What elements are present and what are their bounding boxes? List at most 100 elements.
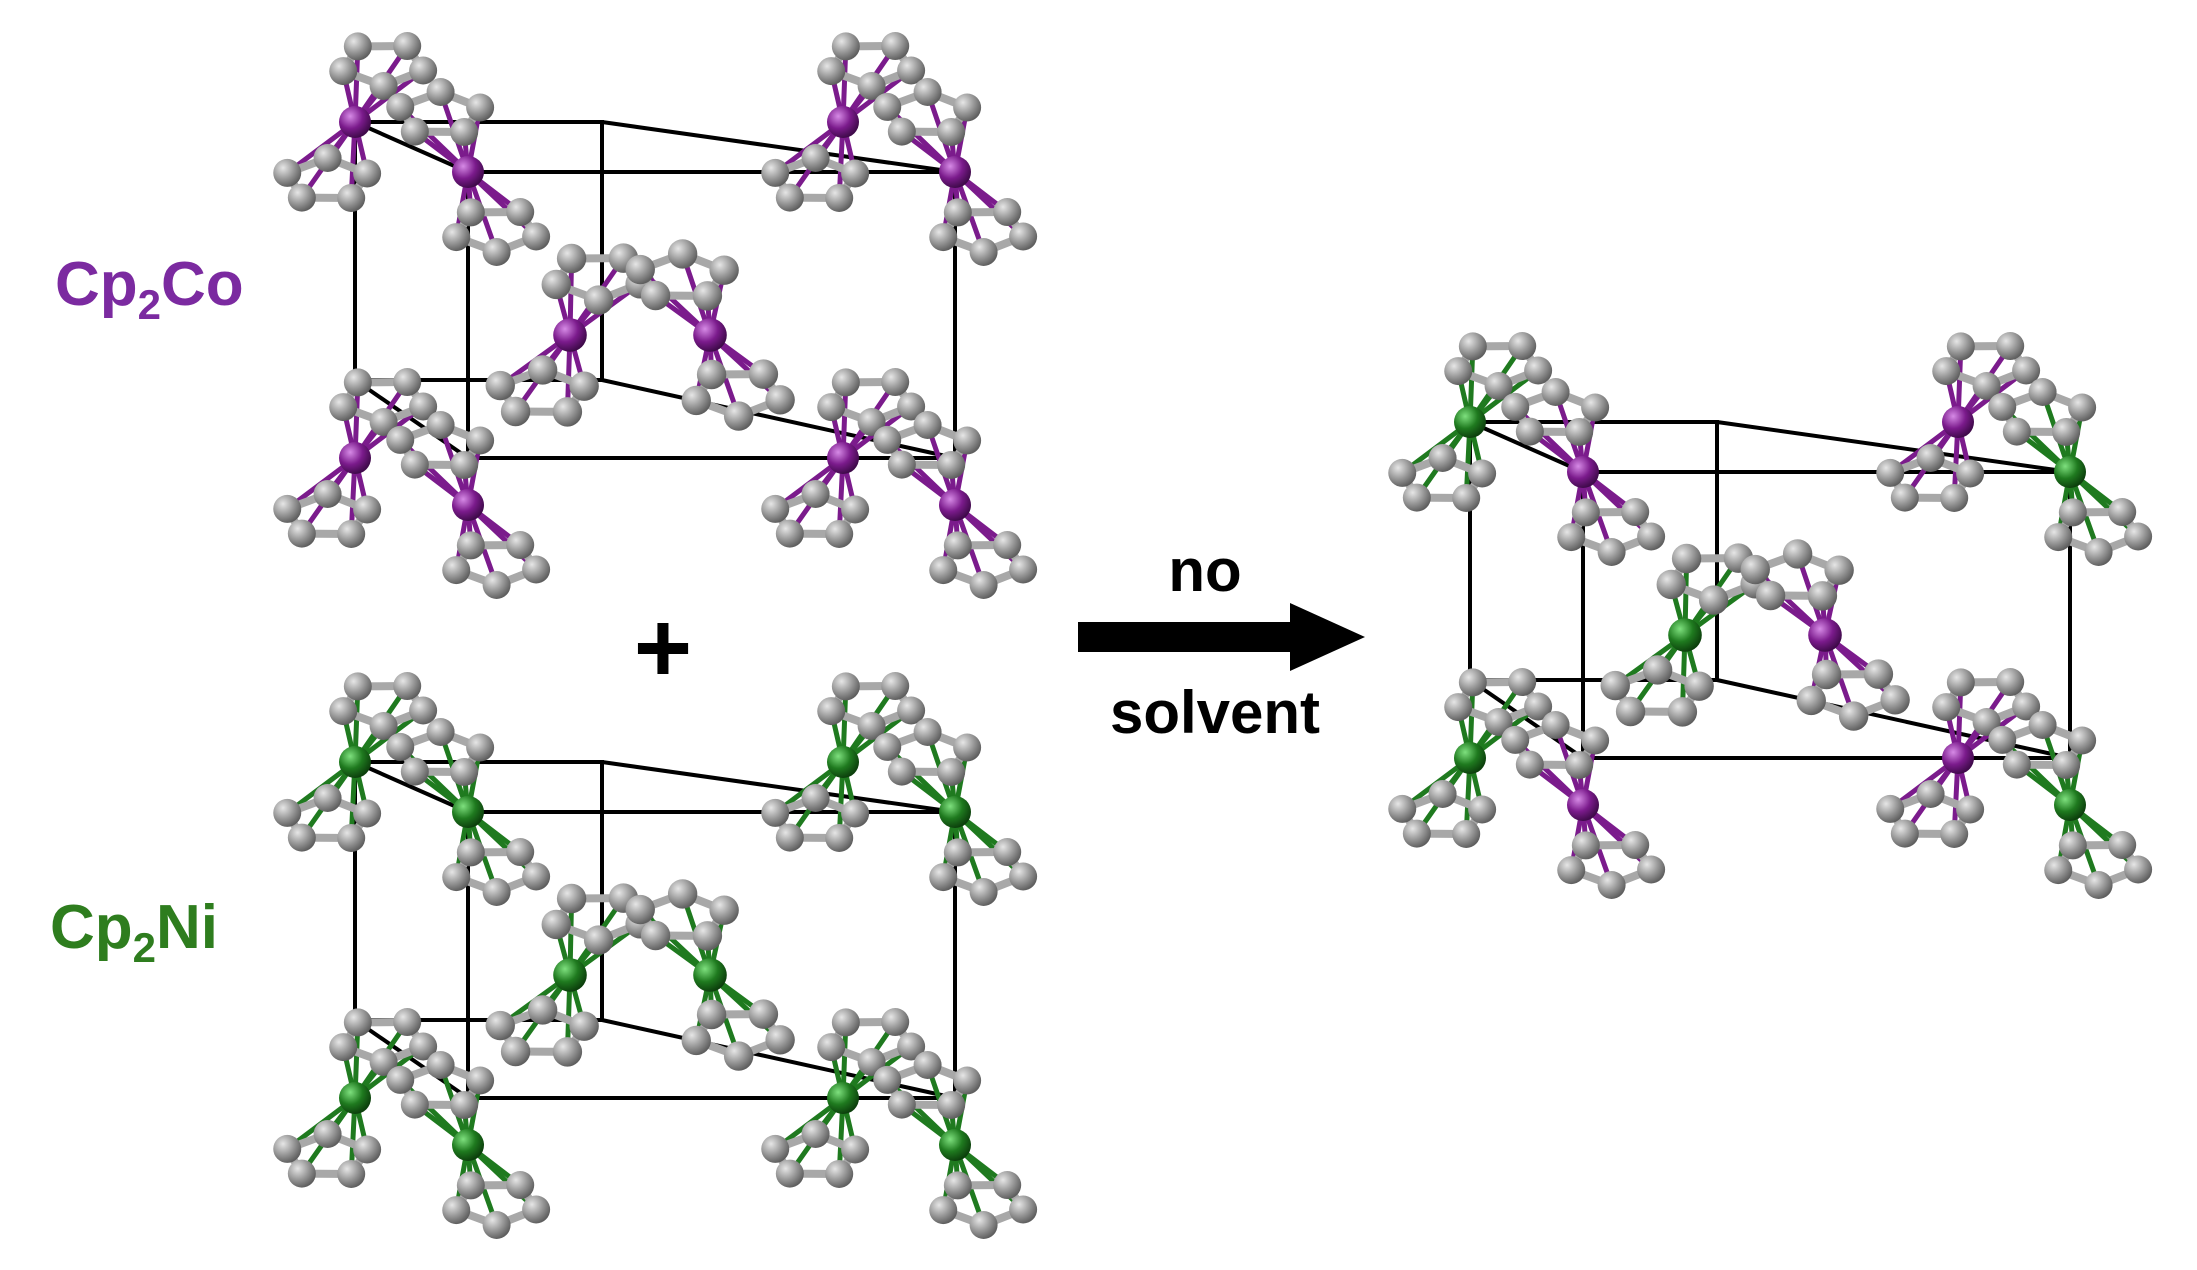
carbon-atom — [841, 1135, 870, 1164]
carbon-atom — [857, 71, 886, 100]
carbon-atom — [522, 1195, 551, 1224]
carbon-atom — [287, 823, 316, 852]
carbon-atom — [466, 733, 495, 762]
carbon-atom — [1428, 780, 1457, 809]
carbon-atom — [456, 198, 485, 227]
carbon-atom — [1524, 356, 1553, 385]
cobaltocene-molecule — [1876, 668, 2041, 848]
carbon-atom — [313, 144, 342, 173]
carbon-atom — [1508, 332, 1537, 361]
cp2co-label-prefix: Cp — [55, 250, 138, 319]
carbon-atom — [541, 909, 571, 940]
carbon-atom — [681, 385, 711, 416]
carbon-atom — [1807, 581, 1838, 611]
cobalt-atom — [1567, 789, 1599, 821]
carbon-atom — [2012, 356, 2041, 385]
reaction-arrow — [1078, 603, 1365, 671]
carbon-atom — [2044, 856, 2073, 885]
carbon-atom — [442, 1196, 471, 1225]
carbon-atom — [913, 411, 942, 440]
carbon-atom — [887, 117, 916, 146]
carbon-atom — [1671, 543, 1702, 574]
cell-front-face — [1581, 470, 2072, 760]
carbon-atom — [775, 823, 804, 852]
carbon-atom — [556, 883, 587, 914]
carbon-atom — [1890, 819, 1919, 848]
carbon-atom — [409, 56, 438, 85]
carbon-atom — [1009, 862, 1038, 891]
carbon-atom — [937, 450, 966, 479]
carbon-atom — [400, 117, 429, 146]
carbon-atom — [2084, 537, 2113, 566]
carbon-atom — [873, 732, 902, 761]
carbon-atom — [765, 385, 795, 415]
carbon-atom — [541, 269, 571, 300]
arrow-head-icon — [1290, 603, 1365, 671]
carbon-atom — [801, 480, 830, 509]
carbon-atom — [1452, 483, 1481, 512]
carbon-atom — [1468, 795, 1497, 824]
nickel-atom — [827, 1082, 859, 1114]
carbon-atom — [943, 531, 972, 560]
carbon-atom — [1515, 417, 1544, 446]
carbon-atom — [667, 879, 698, 909]
carbon-atom — [723, 1041, 754, 1071]
carbon-atom — [1571, 498, 1600, 527]
carbon-atom — [1444, 693, 1473, 722]
carbon-atom — [386, 425, 415, 454]
carbon-atom — [881, 1008, 910, 1037]
carbon-atom — [831, 32, 860, 61]
carbon-atom — [552, 397, 583, 427]
carbon-atom — [393, 32, 422, 61]
carbon-atom — [913, 718, 942, 747]
carbon-atom — [929, 863, 958, 892]
nickelocene-molecule — [761, 672, 926, 852]
carbon-atom — [2058, 831, 2087, 860]
carbon-atom — [897, 1032, 926, 1061]
carbon-atom — [2052, 417, 2081, 446]
cp2co-label: Cp2Co — [55, 250, 244, 328]
carbon-atom — [393, 368, 422, 397]
carbon-atom — [1484, 707, 1513, 736]
carbon-atom — [442, 556, 471, 585]
carbon-atom — [500, 396, 531, 427]
cobaltocene-molecule — [873, 78, 1038, 266]
carbon-atom — [1402, 483, 1431, 512]
cp2co-label-subscript: 2 — [138, 281, 161, 328]
cobaltocene-molecule — [1501, 378, 1666, 566]
carbon-atom — [273, 798, 302, 827]
nickel-atom — [693, 958, 727, 992]
carbon-atom — [1642, 655, 1673, 685]
cobalt-atom — [339, 442, 371, 474]
carbon-atom — [1740, 554, 1770, 585]
carbon-atom — [897, 392, 926, 421]
cell-edge — [354, 760, 469, 814]
carbon-atom — [993, 198, 1022, 227]
nickel-atom — [2054, 789, 2086, 821]
carbon-atom — [1581, 393, 1610, 422]
carbon-atom — [569, 1011, 599, 1041]
carbon-atom — [2012, 692, 2041, 721]
carbon-atom — [1009, 1195, 1038, 1224]
carbon-atom — [692, 921, 723, 951]
nickelocene-molecule — [873, 718, 1038, 906]
carbon-atom — [1515, 750, 1544, 779]
carbon-atom — [329, 393, 358, 422]
carbon-atom — [2002, 417, 2031, 446]
cobaltocene-molecule — [273, 32, 438, 212]
cp2ni-label: Cp2Ni — [50, 893, 218, 971]
cobaltocene-molecule — [1501, 711, 1666, 899]
carbon-atom — [1782, 539, 1813, 569]
carbon-atom — [881, 368, 910, 397]
nickel-atom — [339, 746, 371, 778]
carbon-atom — [969, 877, 998, 906]
carbon-atom — [1880, 685, 1910, 715]
cobaltocene-molecule — [386, 411, 551, 599]
carbon-atom — [929, 1196, 958, 1225]
carbon-atom — [775, 1159, 804, 1188]
carbon-atom — [696, 359, 727, 390]
carbon-atom — [761, 494, 790, 523]
carbon-atom — [801, 784, 830, 813]
cobalt-atom — [1942, 742, 1974, 774]
nickelocene-molecule — [386, 718, 551, 906]
